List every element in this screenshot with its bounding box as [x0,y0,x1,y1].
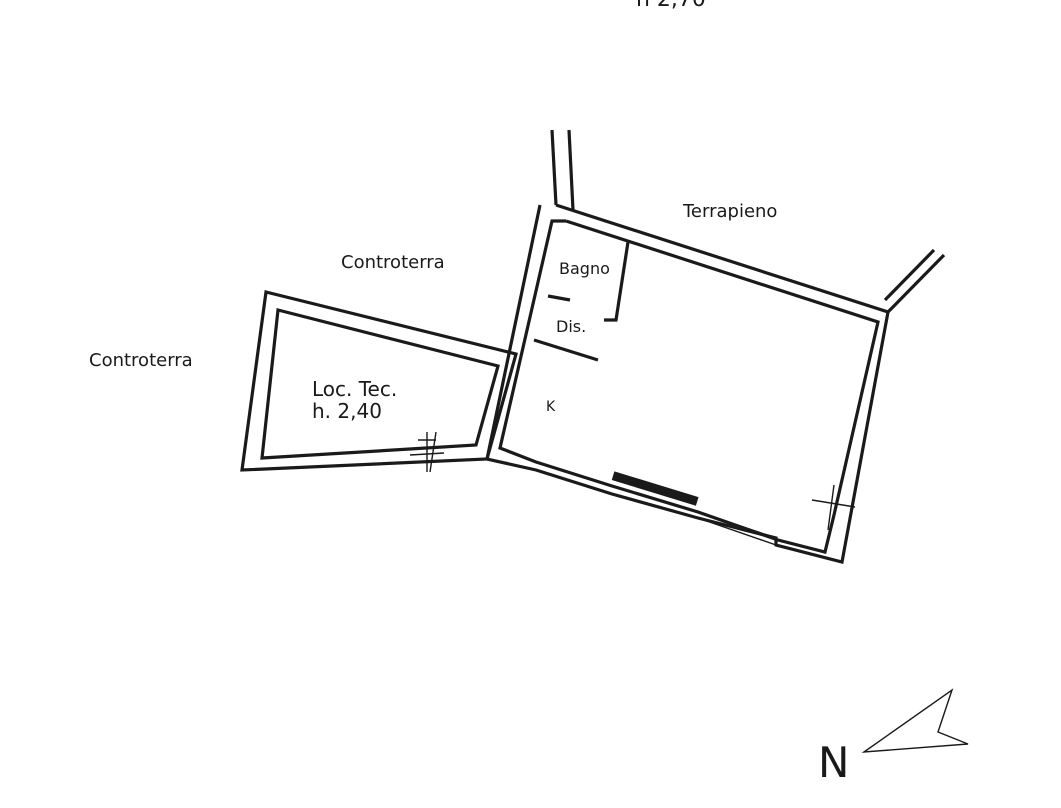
terrapieno-label: Terrapieno [682,201,777,222]
bagno-label: Bagno [559,259,610,278]
north-arrow-icon [861,688,969,753]
header-height-label: h 2,70 [636,0,706,12]
north-label: N [818,738,849,787]
main-building-walls [485,129,946,564]
loc-tec-height-label: h. 2,40 [312,399,382,423]
controterra-top-label: Controterra [341,252,445,273]
kitchen-label: K [546,399,556,415]
dis-label: Dis. [556,317,586,336]
technical-room-walls [240,290,518,473]
loc-tec-label: Loc. Tec. [312,377,397,401]
controterra-left-label: Controterra [89,350,193,371]
